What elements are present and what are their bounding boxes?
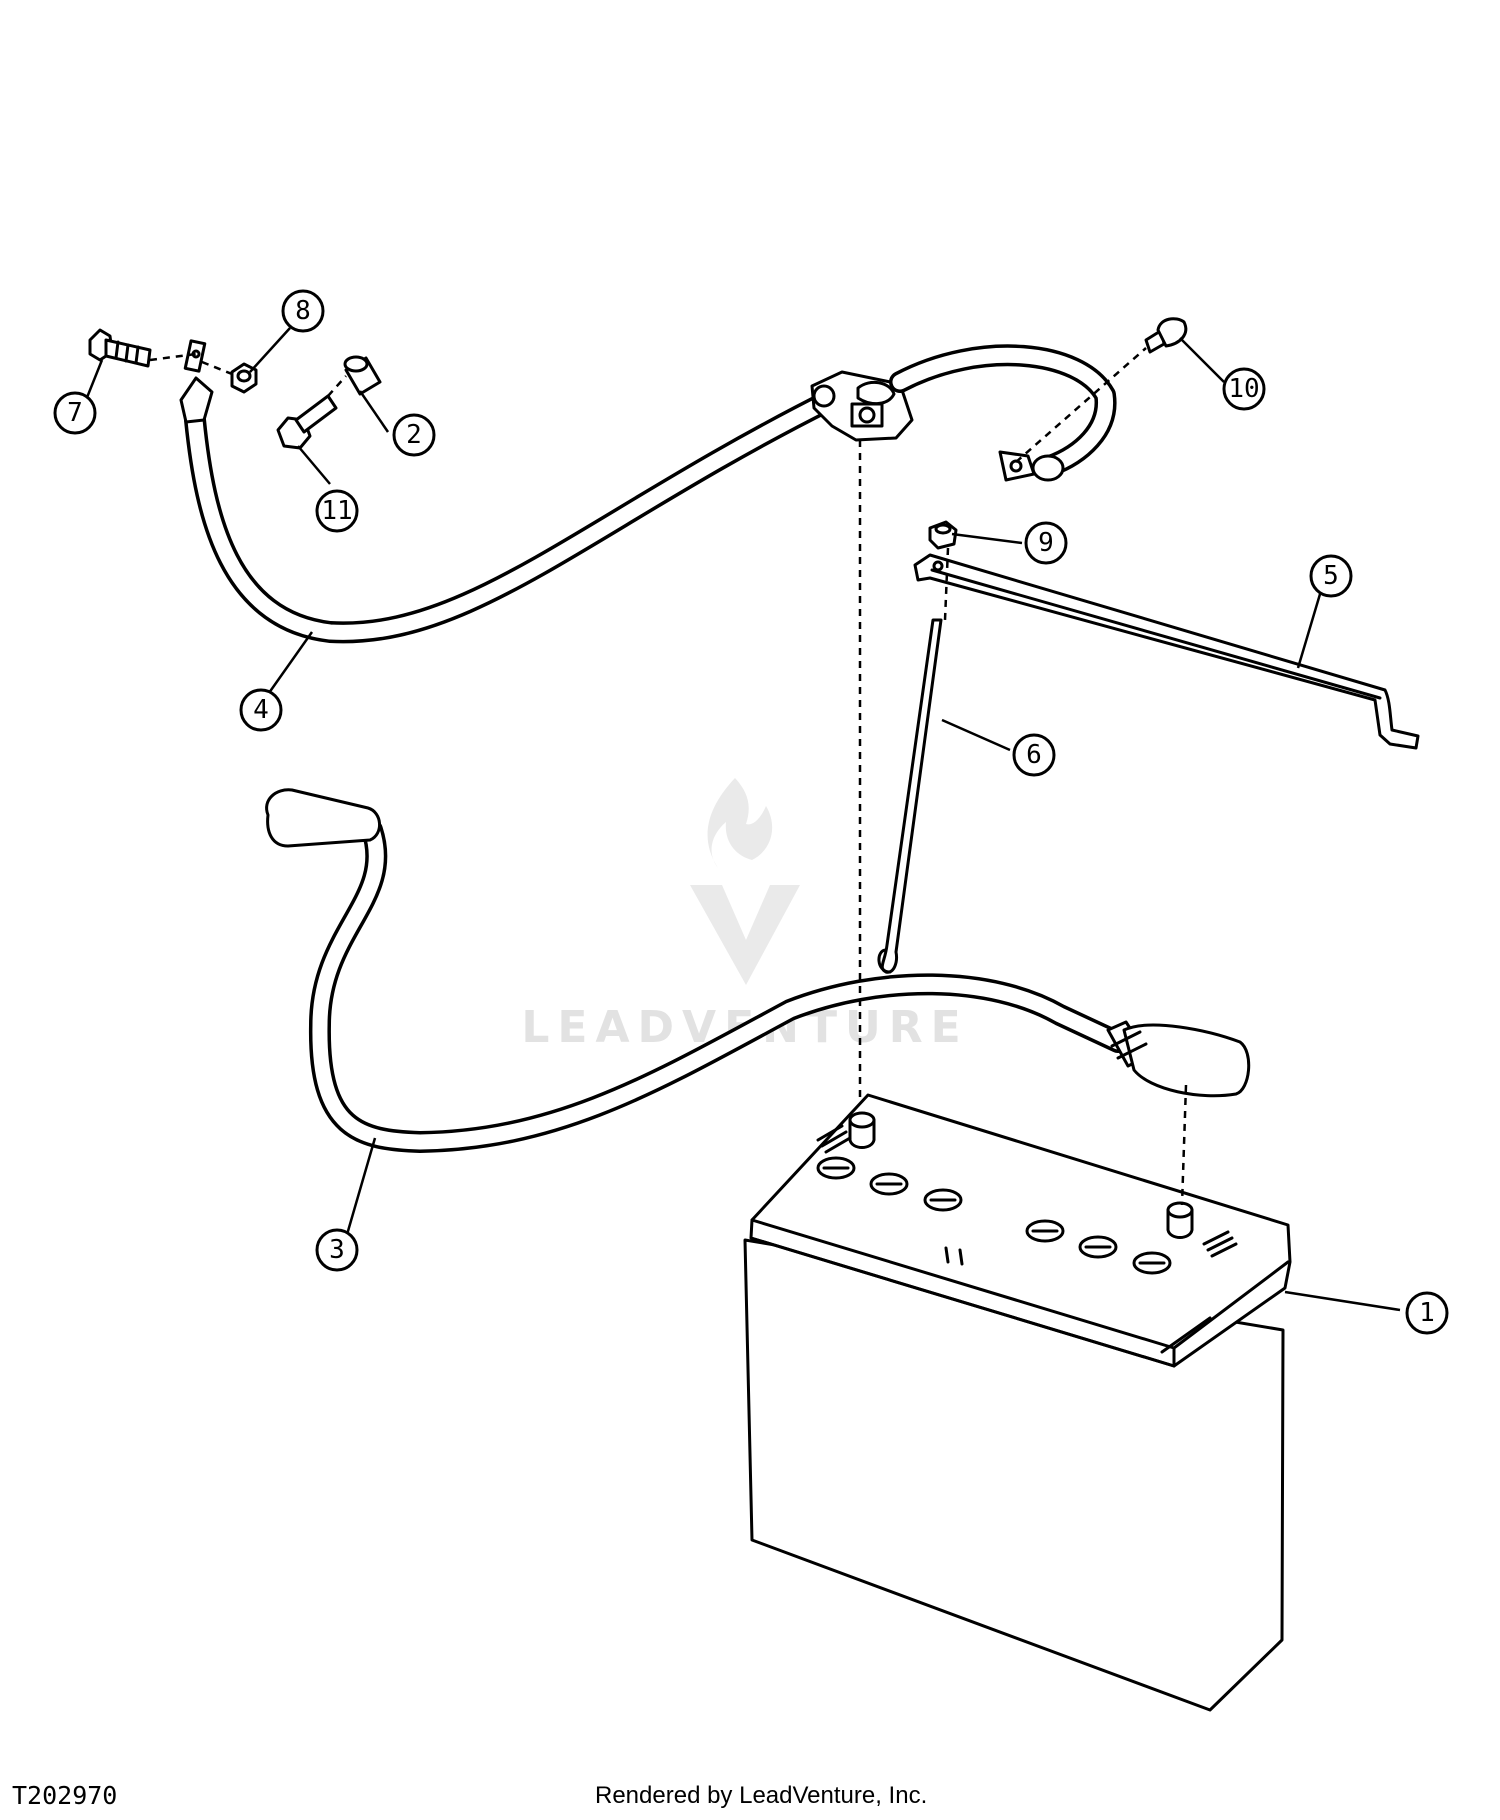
hold-down-rod xyxy=(877,618,943,974)
callout-5-label: 5 xyxy=(1323,561,1339,591)
callout-3-label: 3 xyxy=(329,1235,345,1265)
ground-lead xyxy=(889,344,1117,482)
callout-9-label: 9 xyxy=(1038,528,1054,558)
callout-10: 10 xyxy=(1222,367,1266,411)
callout-3: 3 xyxy=(315,1228,359,1272)
flange-nut xyxy=(928,520,958,550)
hold-down-strap xyxy=(913,553,1420,750)
cable-3 xyxy=(265,788,1251,1153)
callout-9: 9 xyxy=(1024,521,1068,565)
callout-5: 5 xyxy=(1309,554,1353,598)
figure-id: T202970 xyxy=(12,1781,118,1810)
leader-lines xyxy=(84,327,1401,1312)
callout-7-label: 7 xyxy=(67,398,83,428)
watermark-flame-icon xyxy=(707,778,773,868)
cable-4 xyxy=(179,339,841,644)
assembly-lines xyxy=(149,347,1188,1206)
spacer-2 xyxy=(343,355,382,396)
callout-11: 11 xyxy=(315,489,359,533)
callout-6: 6 xyxy=(1012,733,1056,777)
bolt-7 xyxy=(88,328,152,368)
battery xyxy=(743,1093,1292,1712)
callout-11-label: 11 xyxy=(321,496,352,526)
callout-2-label: 2 xyxy=(406,420,422,450)
callout-4: 4 xyxy=(239,688,283,732)
callout-1-label: 1 xyxy=(1419,1298,1435,1328)
render-credit: Rendered by LeadVenture, Inc. xyxy=(595,1782,928,1809)
callout-7: 7 xyxy=(53,391,97,435)
callout-2: 2 xyxy=(392,413,436,457)
watermark-v-icon xyxy=(690,885,800,985)
battery-clamp xyxy=(810,370,914,442)
callout-4-label: 4 xyxy=(253,695,269,725)
callout-8: 8 xyxy=(281,289,325,333)
bolt-11 xyxy=(276,394,338,450)
callout-8-label: 8 xyxy=(295,296,311,326)
screw-10 xyxy=(1144,317,1188,354)
callout-10-label: 10 xyxy=(1228,374,1259,404)
callout-6-label: 6 xyxy=(1026,740,1042,770)
callout-1: 1 xyxy=(1405,1291,1449,1335)
